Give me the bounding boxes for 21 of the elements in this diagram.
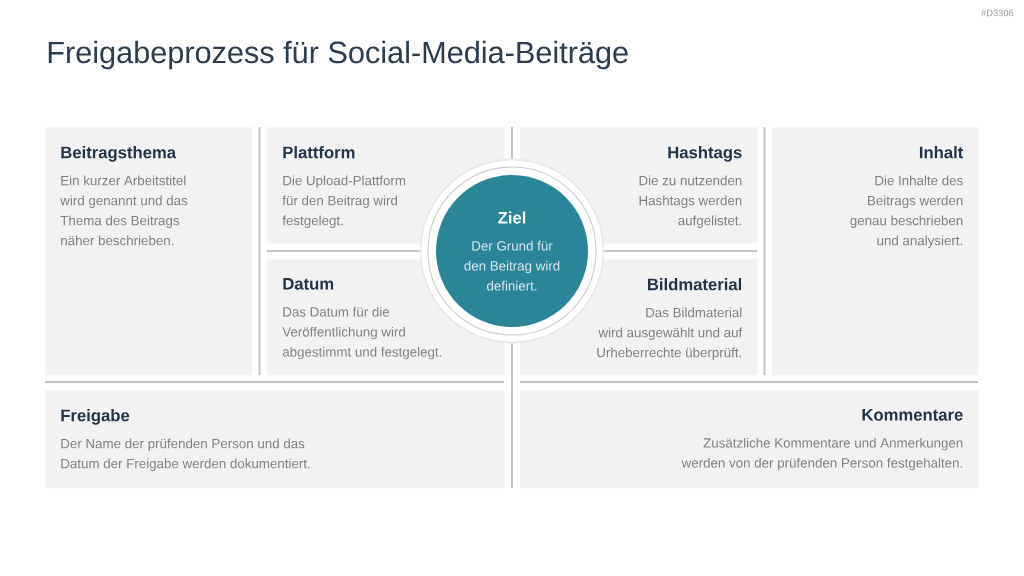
title: Freigabeprozess für Social-Media-Beiträge — [48, 40, 628, 70]
heading: Datum — [283, 278, 334, 290]
center-circle — [436, 175, 588, 327]
body-text: Das Datum für die Veröffentlichung wird abgestimmt und festgelegt. — [282, 306, 442, 360]
heading: Bildmaterial — [648, 278, 742, 291]
body-text: Die Upload-Plattform für den Beitrag wird festgelegt. — [282, 175, 406, 228]
heading: Plattform — [283, 146, 355, 159]
heading: Kommentare — [862, 409, 963, 421]
body-text: Die zu nutzenden Hashtags werden aufgelistet. — [639, 175, 742, 228]
code-label: #D3306 — [981, 9, 1014, 17]
heading: Freigabe — [61, 409, 130, 425]
body-text: Das Bildmaterial wird ausgewählt und auf Urheberrechte überprüft. — [597, 307, 743, 360]
body-text: Die Inhalte des Beitrags werden genau beschrieben und analysiert. — [850, 175, 963, 248]
body-text: Der Name der prüfenden Person und das Datum der Freigabe werden dokumentiert. — [61, 438, 310, 471]
body-text: Der Grund für den Beitrag wird definiert. — [464, 240, 560, 291]
body-text: Ein kurzer Arbeitstitel wird genannt und das Thema des Beitrags näher beschrieben. — [60, 175, 188, 246]
heading: Ziel — [498, 211, 526, 224]
heading: Beitragsthema — [61, 146, 177, 162]
heading: Inhalt — [919, 146, 964, 159]
body-text: Zusätzliche Kommentare und Anmerkungen werden von der prüfenden Person festgehalten. — [681, 437, 963, 471]
heading: Hashtags — [668, 146, 742, 162]
